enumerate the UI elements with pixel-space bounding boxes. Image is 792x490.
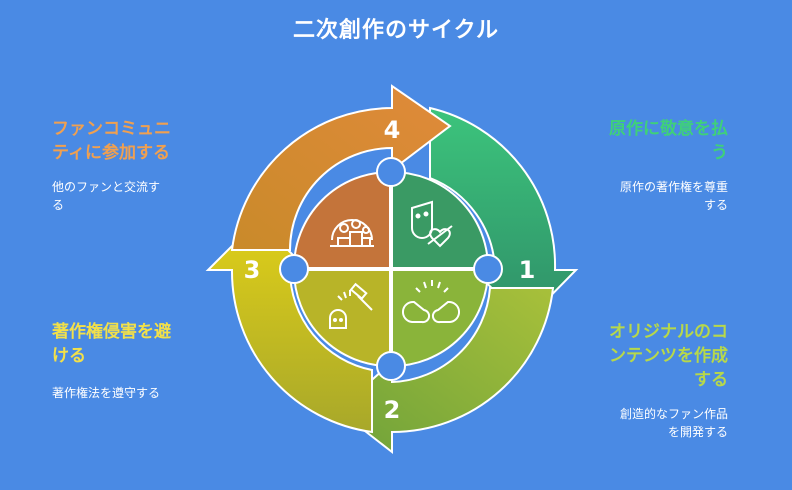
step-number-3: 3 xyxy=(244,256,261,284)
step-1-desc-line-1: 原作の著作権を尊重 xyxy=(619,180,728,194)
step-2-title: オリジナルのコ ンテンツを作成 する xyxy=(609,320,728,392)
notch-top xyxy=(376,157,406,187)
step-1-title: 原作に敬意を払 う xyxy=(609,117,728,165)
step-4-desc-line-2: る xyxy=(52,198,65,212)
quadrant-1 xyxy=(391,170,490,269)
step-1-title-line-1: 原作に敬意を払 xyxy=(609,119,728,139)
notch-bottom xyxy=(376,351,406,381)
diagram-title: 二次創作のサイクル xyxy=(293,18,499,43)
step-4-description: 他のファンと交流す る xyxy=(52,178,160,214)
cycle-arrow-step-1 xyxy=(429,106,579,324)
step-number-2: 2 xyxy=(384,396,401,424)
clapping-hands-icon xyxy=(402,280,460,324)
step-1-description: 原作の著作権を尊重 する xyxy=(620,178,728,214)
step-4-desc-line-1: 他のファンと交流す xyxy=(52,180,161,194)
step-number-1: 1 xyxy=(519,256,536,284)
step-2-title-line-2: ンテンツを作成 xyxy=(609,346,728,366)
notch-left xyxy=(279,254,309,284)
quadrant-4 xyxy=(292,170,391,269)
step-number-4: 4 xyxy=(384,116,401,144)
step-4-title: ファンコミュニ ティに参加する xyxy=(52,117,171,165)
community-people-icon xyxy=(330,219,374,247)
cycle-arrow-step-3 xyxy=(205,218,373,434)
step-3-desc-line-1: 著作権法を遵守する xyxy=(52,386,161,400)
notch-right xyxy=(473,254,503,284)
quadrant-2 xyxy=(391,269,490,368)
step-3-title-line-2: ける xyxy=(52,346,86,366)
step-1-desc-line-2: する xyxy=(703,198,728,212)
cycle-arrow-step-4 xyxy=(230,84,452,251)
theater-mask-heart-icon xyxy=(411,200,453,248)
step-3-title-line-1: 著作権侵害を避 xyxy=(52,322,171,342)
step-3-description: 著作権法を遵守する xyxy=(52,384,160,402)
step-1-title-line-2: う xyxy=(711,143,728,163)
step-2-desc-line-2: を開発する xyxy=(667,425,728,439)
step-2-title-line-1: オリジナルのコ xyxy=(609,322,728,342)
step-2-title-line-3: する xyxy=(694,370,728,390)
cycle-arrow-step-2 xyxy=(336,287,555,455)
step-3-title: 著作権侵害を避 ける xyxy=(52,320,171,368)
step-2-desc-line-1: 創造的なファン作品 xyxy=(619,407,728,421)
step-4-title-line-2: ティに参加する xyxy=(52,143,170,163)
inner-circle xyxy=(279,157,503,381)
step-2-description: 創造的なファン作品 を開発する xyxy=(620,405,728,441)
step-4-title-line-1: ファンコミュニ xyxy=(52,119,171,139)
gavel-person-icon xyxy=(329,282,373,329)
